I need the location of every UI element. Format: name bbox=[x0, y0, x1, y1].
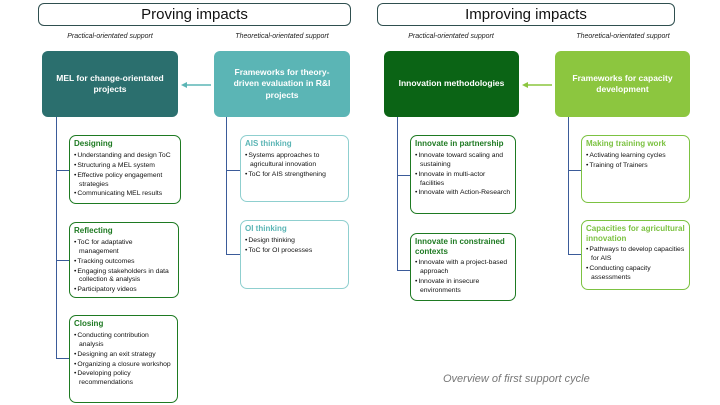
list-item: Developing policy recommendations bbox=[74, 370, 173, 388]
connector-line bbox=[56, 170, 69, 171]
card-title: AIS thinking bbox=[245, 139, 292, 148]
connector-line bbox=[56, 260, 69, 261]
innovate-partnership-card: Innovate in partnership Innovate toward … bbox=[410, 135, 516, 214]
card-title: Making training work bbox=[586, 139, 667, 148]
list-item: Organizing a closure workshop bbox=[74, 361, 173, 370]
improving-title: Improving impacts bbox=[465, 6, 587, 23]
list-item: Pathways to develop capacities for AIS bbox=[586, 246, 685, 264]
proving-theoretical-label: Theoretical-orientated support bbox=[235, 33, 329, 40]
capacity-frameworks-label: Frameworks for capacity development bbox=[572, 72, 673, 94]
connector-line bbox=[397, 117, 398, 271]
capacity-frameworks-box: Frameworks for capacity development bbox=[555, 51, 690, 117]
list-item: Innovate with a project-based approach bbox=[415, 259, 511, 277]
list-item: Design thinking bbox=[245, 237, 344, 246]
making-training-work-card: Making training work Activating learning… bbox=[581, 135, 690, 203]
list-item: ToC for OI processes bbox=[245, 247, 344, 256]
innovation-methodologies-label: Innovation methodologies bbox=[398, 78, 505, 89]
connector-line bbox=[226, 170, 240, 171]
mel-box-label: MEL for change-orientated projects bbox=[56, 72, 164, 94]
proving-impacts-header: Proving impacts bbox=[38, 3, 351, 26]
mel-box: MEL for change-orientated projects bbox=[42, 51, 178, 117]
arrow-left-icon bbox=[522, 82, 552, 88]
closing-card: Closing Conducting contribution analysis… bbox=[69, 315, 178, 403]
list-item: ToC for AIS strengthening bbox=[245, 171, 344, 180]
innovation-methodologies-box: Innovation methodologies bbox=[384, 51, 519, 117]
list-item: Training of Trainers bbox=[586, 162, 685, 171]
list-item: ToC for adaptative management bbox=[74, 239, 174, 257]
list-item: Understanding and design ToC bbox=[74, 152, 176, 161]
list-item: Innovate toward scaling and sustaining bbox=[415, 152, 511, 170]
oi-thinking-card: OI thinking Design thinkingToC for OI pr… bbox=[240, 220, 349, 289]
reflecting-card: Reflecting ToC for adaptative management… bbox=[69, 222, 179, 298]
connector-line bbox=[397, 270, 410, 271]
card-title: Innovate in partnership bbox=[415, 139, 504, 148]
proving-practical-label: Practical-orientated support bbox=[67, 33, 153, 40]
list-item: Conducting capacity assessments bbox=[586, 265, 685, 283]
connector-line bbox=[397, 175, 410, 176]
list-item: Activating learning cycles bbox=[586, 152, 685, 161]
list-item: Innovate in insecure environments bbox=[415, 278, 511, 296]
list-item: Innovate in multi-actor facilities bbox=[415, 171, 511, 189]
list-item: Effective policy engagement strategies bbox=[74, 172, 176, 190]
theory-evaluation-label: Frameworks for theory-driven evaluation … bbox=[233, 66, 331, 100]
ais-thinking-card: AIS thinking Systems approaches to agric… bbox=[240, 135, 349, 202]
connector-line bbox=[226, 117, 227, 255]
connector-line bbox=[568, 254, 581, 255]
list-item: Communicating MEL results bbox=[74, 190, 176, 199]
theory-evaluation-box: Frameworks for theory-driven evaluation … bbox=[214, 51, 350, 117]
innovate-constrained-card: Innovate in constrained contexts Innovat… bbox=[410, 233, 516, 301]
improving-practical-label: Practical-orientated support bbox=[408, 33, 494, 40]
list-item: Engaging stakeholders in data collection… bbox=[74, 268, 174, 286]
proving-title: Proving impacts bbox=[141, 6, 248, 23]
caption: Overview of first support cycle bbox=[443, 373, 590, 385]
list-item: Structuring a MEL system bbox=[74, 162, 176, 171]
list-item: Designing an exit strategy bbox=[74, 351, 173, 360]
improving-theoretical-label: Theoretical-orientated support bbox=[576, 33, 670, 40]
connector-line bbox=[568, 170, 581, 171]
connector-line bbox=[226, 254, 240, 255]
card-title: OI thinking bbox=[245, 224, 287, 233]
improving-impacts-header: Improving impacts bbox=[377, 3, 675, 26]
card-title: Reflecting bbox=[74, 226, 113, 235]
list-item: Innovate with Action-Research bbox=[415, 189, 511, 198]
list-item: Systems approaches to agricultural innov… bbox=[245, 152, 344, 170]
list-item: Conducting contribution analysis bbox=[74, 332, 173, 350]
card-title: Innovate in constrained contexts bbox=[415, 237, 505, 256]
connector-line bbox=[568, 117, 569, 255]
list-item: Tracking outcomes bbox=[74, 258, 174, 267]
list-item: Participatory videos bbox=[74, 286, 174, 295]
connector-line bbox=[56, 358, 69, 359]
card-title: Designing bbox=[74, 139, 113, 148]
card-title: Capacities for agricultural innovation bbox=[586, 224, 685, 243]
card-title: Closing bbox=[74, 319, 104, 328]
capacities-card: Capacities for agricultural innovation P… bbox=[581, 220, 690, 290]
designing-card: Designing Understanding and design ToCSt… bbox=[69, 135, 181, 204]
connector-line bbox=[56, 117, 57, 359]
arrow-left-icon bbox=[181, 82, 211, 88]
